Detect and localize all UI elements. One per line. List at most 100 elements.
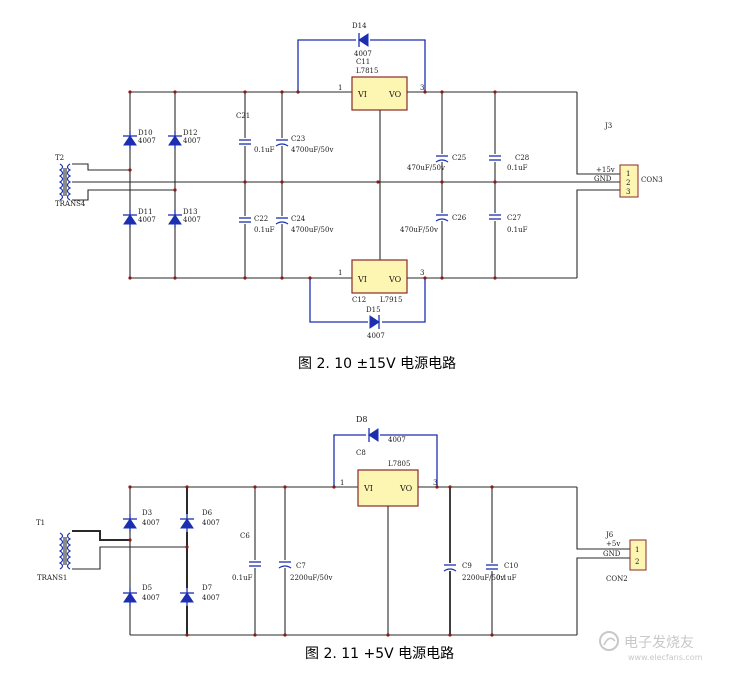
diode-d12: D12 4007	[167, 129, 201, 150]
svg-text:470uF/50v: 470uF/50v	[407, 164, 445, 172]
svg-text:D15: D15	[366, 306, 381, 314]
svg-text:+5v: +5v	[606, 540, 620, 548]
cap-c10: C10 0.1uF	[496, 562, 518, 582]
svg-text:0.1uF: 0.1uF	[507, 164, 528, 172]
regulator-l7915: VI VO C12 L7915 1 3	[338, 259, 424, 304]
cap-c22: C22 0.1uF	[254, 215, 275, 234]
svg-text:4007: 4007	[142, 594, 160, 602]
svg-text:VI: VI	[357, 90, 367, 99]
cap-c28: C28 0.1uF	[507, 154, 529, 172]
svg-text:D11: D11	[138, 208, 153, 216]
svg-text:0.1uF: 0.1uF	[254, 226, 275, 234]
cap-c9: C9 2200uF/50v	[462, 562, 504, 582]
diode-d3: D3 4007	[122, 509, 160, 533]
cap-c7: C7 2200uF/50v	[290, 562, 332, 582]
svg-text:0.1uF: 0.1uF	[254, 146, 275, 154]
svg-text:L7915: L7915	[380, 296, 402, 304]
diode-d13: D13 4007	[167, 208, 201, 229]
regulator-l7815: VI VO C11 L7815 1 3	[338, 58, 424, 111]
svg-text:C22: C22	[254, 215, 268, 223]
svg-text:2: 2	[635, 558, 639, 566]
svg-text:2200uF/50v: 2200uF/50v	[290, 574, 332, 582]
svg-text:D10: D10	[138, 129, 153, 137]
svg-text:1: 1	[338, 84, 342, 92]
svg-text:CON2: CON2	[606, 575, 628, 583]
svg-text:0.1uF: 0.1uF	[496, 574, 517, 582]
svg-text:L7815: L7815	[356, 67, 378, 75]
svg-text:C21: C21	[236, 112, 250, 120]
svg-text:470uF/50v: 470uF/50v	[400, 226, 438, 234]
t2-name: TRANS4	[55, 200, 86, 208]
figure1-caption: 图 2. 10 ±15V 电源电路	[298, 356, 456, 372]
svg-text:D13: D13	[183, 208, 198, 216]
t2-ref: T2	[55, 154, 64, 162]
figure-15v: T2 TRANS4 D10 4007 D12 4007 D11 4007	[55, 22, 663, 372]
svg-text:C24: C24	[291, 215, 306, 223]
svg-text:D8: D8	[356, 415, 368, 424]
diode-d5: D5 4007	[122, 584, 160, 607]
cap-c27: C27 0.1uF	[507, 214, 528, 234]
svg-text:1: 1	[338, 269, 342, 277]
svg-text:2200uF/50v: 2200uF/50v	[462, 574, 504, 582]
svg-text:4007: 4007	[142, 519, 160, 527]
cap-c24: C24 4700uF/50v	[291, 215, 333, 234]
diode-d6: D6 4007	[179, 509, 220, 533]
svg-text:4007: 4007	[183, 137, 201, 145]
svg-text:D5: D5	[142, 584, 152, 592]
svg-text:D3: D3	[142, 509, 152, 517]
svg-text:VI: VI	[363, 484, 373, 493]
svg-text:D12: D12	[183, 129, 198, 137]
connector-j3: 1 2 3 J3 CON3 +15v GND	[594, 122, 663, 198]
svg-text:1: 1	[340, 479, 344, 487]
svg-text:CON3: CON3	[641, 176, 663, 184]
svg-text:4007: 4007	[202, 519, 220, 527]
svg-text:C7: C7	[296, 562, 306, 570]
figure2-caption: 图 2. 11 +5V 电源电路	[305, 646, 454, 662]
svg-text:GND: GND	[594, 175, 612, 183]
svg-text:3: 3	[420, 269, 424, 277]
watermark-url: www.elecfans.com	[628, 653, 703, 662]
svg-text:GND: GND	[603, 550, 621, 558]
svg-text:C9: C9	[462, 562, 472, 570]
diode-d14: D14 4007	[352, 22, 372, 58]
svg-text:4007: 4007	[367, 332, 385, 340]
svg-text:4007: 4007	[388, 436, 406, 444]
t1-name: TRANS1	[37, 574, 67, 582]
svg-text:4007: 4007	[202, 594, 220, 602]
svg-text:1: 1	[626, 170, 630, 178]
svg-text:3: 3	[433, 479, 437, 487]
svg-text:D6: D6	[202, 509, 213, 517]
t1-ref: T1	[36, 519, 45, 527]
svg-text:2: 2	[626, 179, 630, 187]
svg-text:0.1uF: 0.1uF	[507, 226, 528, 234]
watermark-logo: 电子发烧友 www.elecfans.com	[599, 631, 703, 662]
svg-text:VO: VO	[388, 275, 402, 284]
svg-text:D14: D14	[352, 22, 367, 30]
connector-j6: 1 2 J6 CON2 +5v GND	[603, 531, 647, 583]
svg-text:C25: C25	[452, 154, 466, 162]
junctions-fig2	[128, 485, 494, 637]
svg-text:4007: 4007	[354, 50, 372, 58]
junctions-fig1	[128, 90, 497, 280]
svg-text:C11: C11	[356, 58, 370, 66]
svg-text:4007: 4007	[138, 216, 156, 224]
svg-text:J3: J3	[604, 122, 612, 130]
svg-text:1: 1	[635, 546, 639, 554]
svg-text:VO: VO	[388, 90, 402, 99]
svg-text:VI: VI	[357, 275, 367, 284]
cap-c25: C25 470uF/50v	[407, 154, 466, 172]
svg-text:4007: 4007	[183, 216, 201, 224]
watermark-text: 电子发烧友	[624, 635, 694, 651]
svg-text:0.1uF: 0.1uF	[232, 574, 253, 582]
transformer-t2: T2 TRANS4	[55, 154, 378, 208]
svg-text:+15v: +15v	[596, 166, 615, 174]
svg-text:C6: C6	[240, 532, 250, 540]
regulator-l7805: VI VO C8 L7805 1 3	[340, 449, 437, 507]
svg-text:C27: C27	[507, 214, 521, 222]
figure-5v: T1 TRANS1 D3 4007 D6 4007 D5 4007	[36, 415, 647, 662]
svg-text:D7: D7	[202, 584, 212, 592]
cap-c26: C26 470uF/50v	[400, 214, 467, 234]
svg-text:3: 3	[626, 188, 630, 196]
svg-text:4700uF/50v: 4700uF/50v	[291, 146, 333, 154]
